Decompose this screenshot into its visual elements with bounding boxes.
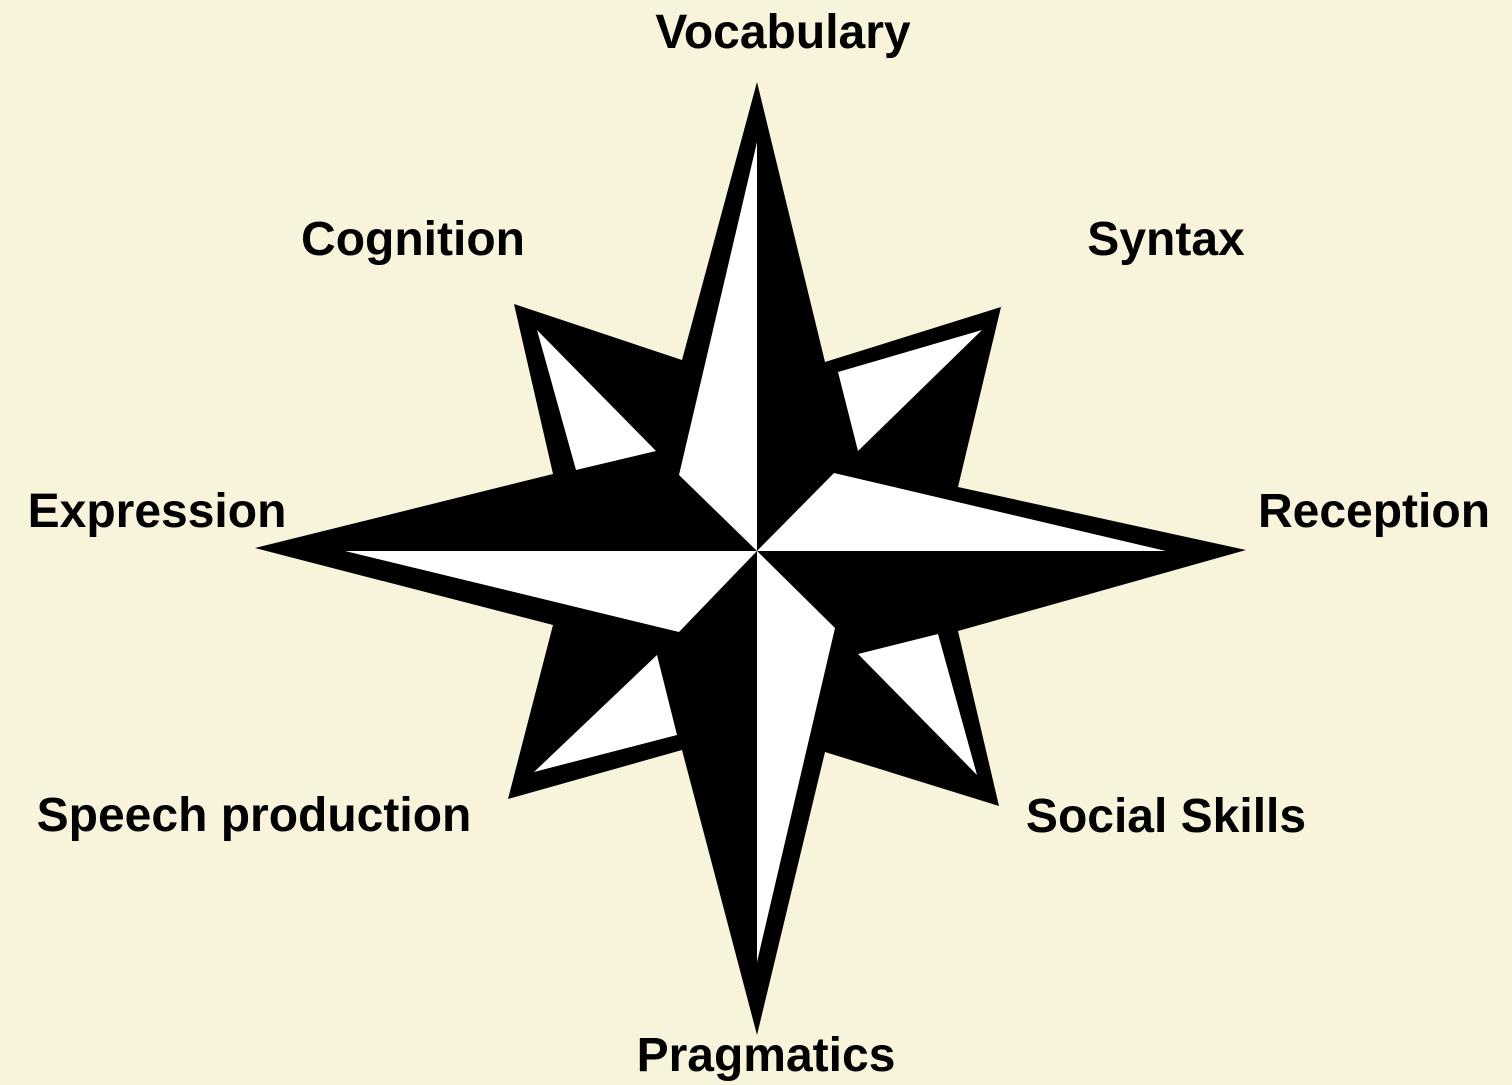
label-pragmatics: Pragmatics: [637, 1029, 896, 1082]
label-speech-production: Speech production: [37, 789, 472, 842]
label-syntax: Syntax: [1087, 213, 1245, 266]
label-cognition: Cognition: [301, 213, 525, 266]
label-expression: Expression: [28, 485, 287, 538]
label-reception: Reception: [1258, 485, 1490, 538]
label-social-skills: Social Skills: [1026, 790, 1306, 843]
label-vocabulary: Vocabulary: [655, 6, 911, 59]
